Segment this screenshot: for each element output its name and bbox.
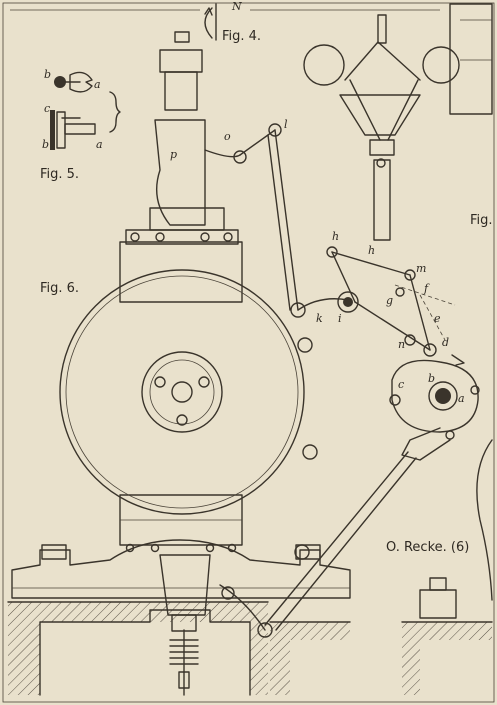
letter-k: k bbox=[316, 312, 323, 325]
letter-b-eccentric: b bbox=[428, 372, 435, 385]
letter-a2-fig5: a bbox=[96, 138, 103, 151]
letter-h1: h bbox=[368, 244, 375, 257]
letter-n: n bbox=[398, 338, 405, 351]
cut-fig-label: Fig. bbox=[470, 213, 493, 228]
letter-d: d bbox=[442, 336, 449, 349]
letter-c-fig5: c bbox=[44, 102, 50, 115]
letter-e: e bbox=[434, 312, 441, 325]
engine-base bbox=[11, 539, 351, 599]
right-partial-figure bbox=[449, 3, 493, 115]
letter-p: p bbox=[170, 148, 177, 161]
letter-i: i bbox=[338, 312, 342, 325]
valve-gear-linkage bbox=[233, 123, 456, 357]
fig5-label: Fig. 5. bbox=[40, 167, 79, 182]
upper-cylinder bbox=[149, 31, 241, 231]
letter-g: g bbox=[386, 294, 393, 307]
lower-valve-spring bbox=[159, 554, 211, 696]
letter-a-eccentric: a bbox=[458, 392, 465, 405]
flywheel bbox=[59, 269, 305, 515]
letter-b2-fig5: b bbox=[42, 138, 49, 151]
letter-m: m bbox=[416, 262, 426, 275]
letter-f: f bbox=[423, 282, 430, 295]
letter-c-eccentric: c bbox=[398, 378, 404, 391]
fig4-label: Fig. 4. bbox=[222, 29, 261, 44]
letter-b-fig5: b bbox=[44, 68, 51, 81]
fig4-diagram bbox=[204, 3, 217, 41]
foundation-left bbox=[7, 601, 269, 696]
governor bbox=[303, 14, 460, 241]
letter-N: N bbox=[231, 0, 242, 13]
eccentric bbox=[219, 337, 480, 638]
letter-a-fig5: a bbox=[94, 78, 101, 91]
right-lower-partial bbox=[419, 439, 493, 619]
signature: O. Recke. (6) bbox=[386, 540, 469, 555]
letter-o: o bbox=[224, 130, 231, 143]
foundation-right bbox=[269, 621, 493, 695]
letter-l: l bbox=[284, 118, 288, 131]
letter-h: h bbox=[332, 230, 339, 243]
fig5-diagram bbox=[50, 71, 121, 150]
fig6-label: Fig. 6. bbox=[40, 281, 79, 296]
